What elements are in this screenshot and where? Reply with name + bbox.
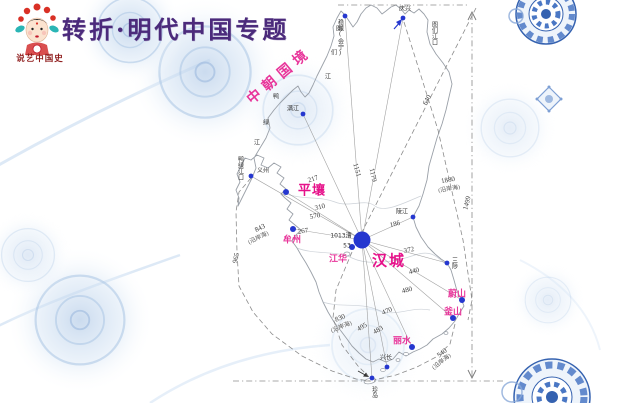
distance-line — [361, 239, 388, 368]
city-dot — [300, 111, 306, 117]
coastline — [235, 4, 465, 363]
tumen-sight-line — [361, 7, 477, 233]
logo-caption: 说艺中国史 — [16, 54, 64, 64]
ornament-medallion-top — [508, 0, 577, 45]
city-dot — [459, 297, 465, 303]
capital-dot — [353, 231, 371, 249]
city-dot — [384, 364, 390, 370]
distance-line — [344, 15, 363, 241]
city-dot — [369, 375, 375, 381]
province-boundaries — [285, 193, 450, 314]
west-coastal-route — [235, 177, 371, 382]
city-dot — [400, 15, 406, 21]
city-dot — [283, 189, 289, 195]
page-title: 转折·明代中国专题 — [62, 15, 290, 44]
city-dot — [248, 173, 254, 179]
city-dot — [444, 260, 450, 266]
distance-line — [361, 239, 413, 348]
city-dot — [349, 244, 355, 250]
distance-line — [285, 191, 363, 241]
ornament-medallion-bottom — [501, 358, 591, 403]
arrow-down-icon — [467, 369, 477, 380]
east-coastal-route — [403, 21, 473, 321]
city-dot — [409, 344, 415, 350]
distance-line — [361, 239, 373, 379]
south-coastal-route — [373, 323, 456, 381]
city-dot — [410, 214, 416, 220]
gyeongheung-arrowhead-icon — [396, 19, 402, 26]
distance-line — [292, 228, 363, 241]
city-dot — [290, 226, 296, 232]
arrow-up-icon — [467, 10, 477, 21]
distance-line — [302, 113, 363, 241]
distance-line — [361, 216, 414, 241]
distance-line — [361, 239, 463, 301]
stem-decoration — [149, 343, 331, 403]
distance-line — [361, 239, 454, 319]
distance-line — [361, 239, 448, 264]
opera-figure-logo — [15, 3, 59, 55]
west-inner-route — [332, 251, 369, 377]
city-dot — [450, 315, 456, 321]
ornament-diamond-icon — [535, 85, 563, 113]
distance-line — [250, 175, 363, 241]
pointer-arrows — [357, 10, 477, 380]
islands — [343, 251, 449, 385]
distance-line — [361, 17, 404, 241]
city-dot — [342, 13, 348, 19]
